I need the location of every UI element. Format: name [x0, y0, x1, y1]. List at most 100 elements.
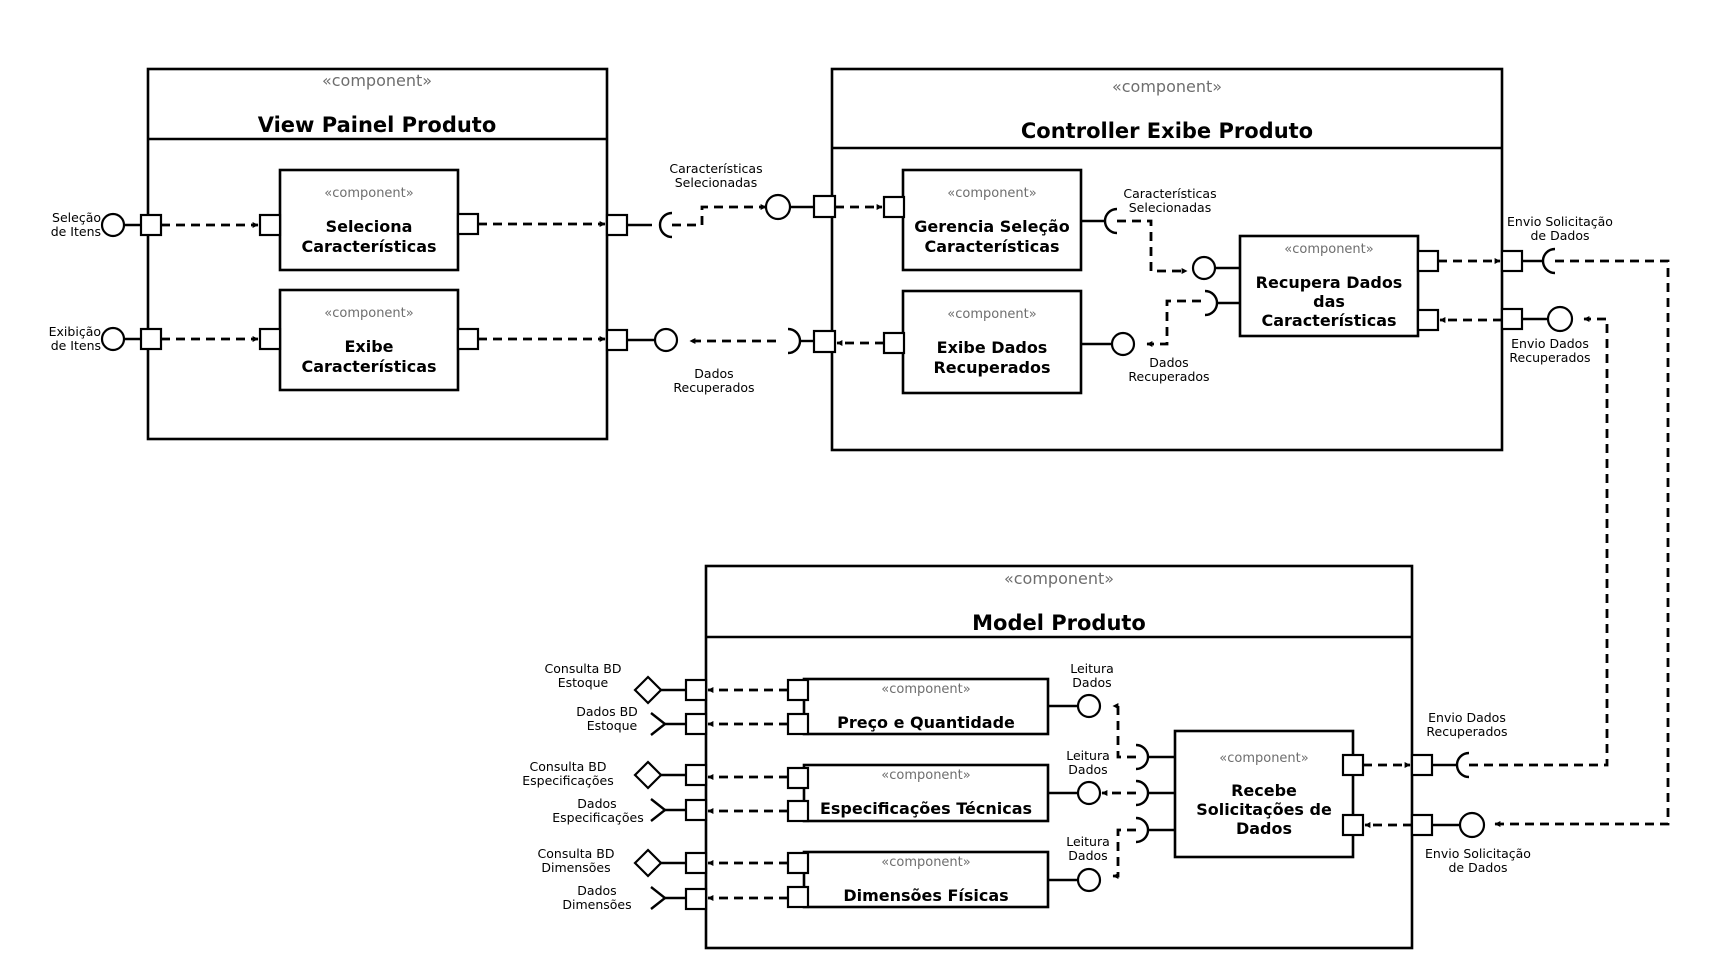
- selecao-interface-icon[interactable]: [100, 212, 126, 238]
- leitura-3-label-1: Leitura: [1066, 834, 1110, 849]
- exibe-caracteristicas-component[interactable]: «component» Exibe Características: [278, 288, 460, 392]
- leitura-3-label-2: Dados: [1068, 848, 1107, 863]
- seleciona-label-1: Seleciona: [326, 217, 413, 236]
- recebe-port-in[interactable]: [1341, 813, 1365, 837]
- preco-port-1[interactable]: [786, 678, 810, 702]
- exibe-dados-port-out[interactable]: [882, 331, 906, 355]
- model-stereotype: «component»: [1004, 569, 1114, 588]
- model-envio-dados-label-2: Recuperados: [1426, 724, 1507, 739]
- exibicao-label-1: Exibição: [49, 324, 101, 339]
- model-envio-sol-label-2: de Dados: [1449, 860, 1508, 875]
- caract-sel-label-2: Selecionadas: [675, 175, 757, 190]
- gerencia-label-2: Características: [924, 237, 1059, 256]
- preco-label: Preço e Quantidade: [837, 713, 1015, 732]
- leitura-3-provided-icon[interactable]: [1076, 867, 1102, 893]
- consulta-espec-label-2: Especificações: [522, 773, 614, 788]
- seleciona-caracteristicas-component[interactable]: «component» Seleciona Características: [278, 168, 460, 272]
- exibe-dados-stereotype: «component»: [947, 307, 1036, 322]
- recebe-port-out[interactable]: [1341, 753, 1365, 777]
- leitura-2-provided-icon[interactable]: [1076, 780, 1102, 806]
- seleciona-stereotype: «component»: [324, 186, 413, 201]
- recupera-provided-icon[interactable]: [1191, 255, 1217, 281]
- model-port-dados-espec[interactable]: [684, 798, 708, 822]
- especificacoes-tecnicas-component[interactable]: «component» Especificações Técnicas: [802, 763, 1050, 823]
- dados-estoque-chevron-icon: [650, 712, 667, 736]
- view-port-exibicao[interactable]: [139, 327, 163, 351]
- dados-dimen-label-2: Dimensões: [562, 897, 631, 912]
- exibe-dados-label-1: Exibe Dados: [937, 338, 1048, 357]
- espec-port-2[interactable]: [786, 799, 810, 823]
- view-provided-dados-icon[interactable]: [653, 327, 679, 353]
- dimen-port-1[interactable]: [786, 851, 810, 875]
- preco-stereotype: «component»: [881, 682, 970, 697]
- model-envio-dados-label-1: Envio Dados: [1428, 710, 1506, 725]
- recupera-dados-component[interactable]: «component» Recupera Dados das Caracterí…: [1238, 234, 1420, 338]
- view-stereotype: «component»: [322, 71, 432, 90]
- model-envio-sol-icon[interactable]: [1458, 811, 1486, 839]
- recebe-solicitacoes-component[interactable]: «component» Recebe Solicitações de Dados: [1173, 729, 1355, 859]
- exibicao-interface-icon[interactable]: [100, 326, 126, 352]
- exibe-dados-component[interactable]: «component» Exibe Dados Recuperados: [901, 289, 1083, 395]
- recebe-label-2: Solicitações de: [1196, 800, 1332, 819]
- consulta-espec-diamond-icon[interactable]: [633, 760, 663, 790]
- exibe-dados-provided-icon[interactable]: [1110, 331, 1136, 357]
- controller-port-envio-dados[interactable]: [1500, 307, 1524, 331]
- model-port-consulta-dimen[interactable]: [684, 851, 708, 875]
- consulta-dimen-label-1: Consulta BD: [538, 846, 615, 861]
- dados-rec-label-1: Dados: [694, 366, 733, 381]
- espec-stereotype: «component»: [881, 768, 970, 783]
- exibe-dados-label-2: Recuperados: [933, 358, 1050, 377]
- exibe-label-2: Características: [301, 357, 436, 376]
- view-port-selecao[interactable]: [139, 213, 163, 237]
- model-envio-sol-label-1: Envio Solicitação: [1425, 846, 1531, 861]
- dados-rec-label-2: Recuperados: [673, 380, 754, 395]
- recebe-label-3: Dados: [1236, 819, 1292, 838]
- seleciona-port-out[interactable]: [456, 212, 480, 236]
- recupera-label-3: Características: [1261, 311, 1396, 330]
- controller-port-in[interactable]: [812, 194, 837, 219]
- seleciona-label-2: Características: [301, 237, 436, 256]
- controller-title: Controller Exibe Produto: [1021, 119, 1313, 143]
- espec-port-1[interactable]: [786, 766, 810, 790]
- model-port-consulta-estoque[interactable]: [684, 678, 708, 702]
- consulta-espec-label-1: Consulta BD: [530, 759, 607, 774]
- model-port-dados-dimen[interactable]: [684, 887, 708, 911]
- preco-port-2[interactable]: [786, 712, 810, 736]
- model-port-dados-estoque[interactable]: [684, 712, 708, 736]
- seleciona-port-in[interactable]: [258, 213, 282, 237]
- view-port-in[interactable]: [605, 328, 629, 352]
- gerencia-port-in[interactable]: [882, 195, 906, 219]
- model-port-envio-sol[interactable]: [1410, 813, 1434, 837]
- recupera-port-out[interactable]: [1416, 249, 1440, 273]
- preco-quantidade-component[interactable]: «component» Preço e Quantidade: [802, 677, 1050, 736]
- exibe-port-out[interactable]: [456, 327, 480, 351]
- selecao-label-1: Seleção: [52, 210, 101, 225]
- envio-sol-label-1: Envio Solicitação: [1507, 214, 1613, 229]
- view-port-out[interactable]: [605, 213, 629, 237]
- leitura-2-label-1: Leitura: [1066, 748, 1110, 763]
- dados-rec2-label-1: Dados: [1149, 355, 1188, 370]
- leitura-1-provided-icon[interactable]: [1076, 693, 1102, 719]
- consulta-dimen-label-2: Dimensões: [541, 860, 610, 875]
- exibicao-label-2: de Itens: [51, 338, 101, 353]
- recupera-stereotype: «component»: [1284, 242, 1373, 257]
- model-port-envio-dados[interactable]: [1410, 753, 1434, 777]
- dados-espec-chevron-icon: [650, 798, 667, 822]
- controller-port-out[interactable]: [812, 329, 837, 354]
- consulta-dimen-diamond-icon[interactable]: [633, 848, 663, 878]
- dimensoes-fisicas-component[interactable]: «component» Dimensões Físicas: [802, 850, 1050, 909]
- gerencia-selecao-component[interactable]: «component» Gerencia Seleção Característ…: [901, 168, 1083, 272]
- controller-port-envio-sol[interactable]: [1500, 249, 1524, 273]
- recupera-port-in[interactable]: [1416, 308, 1440, 332]
- model-port-consulta-espec[interactable]: [684, 763, 708, 787]
- dados-dimen-chevron-icon: [650, 886, 667, 910]
- consulta-estoque-diamond-icon[interactable]: [633, 675, 663, 705]
- exibe-port-in[interactable]: [258, 327, 282, 351]
- envio-dados-label-2: Recuperados: [1509, 350, 1590, 365]
- controller-provided-caract-icon[interactable]: [764, 193, 792, 221]
- controller-envio-dados-icon[interactable]: [1546, 305, 1574, 333]
- dimen-port-2[interactable]: [786, 885, 810, 909]
- dados-espec-label-2: Especificações: [552, 810, 644, 825]
- dados-espec-label-1: Dados: [577, 796, 616, 811]
- leitura-1-label-2: Dados: [1072, 675, 1111, 690]
